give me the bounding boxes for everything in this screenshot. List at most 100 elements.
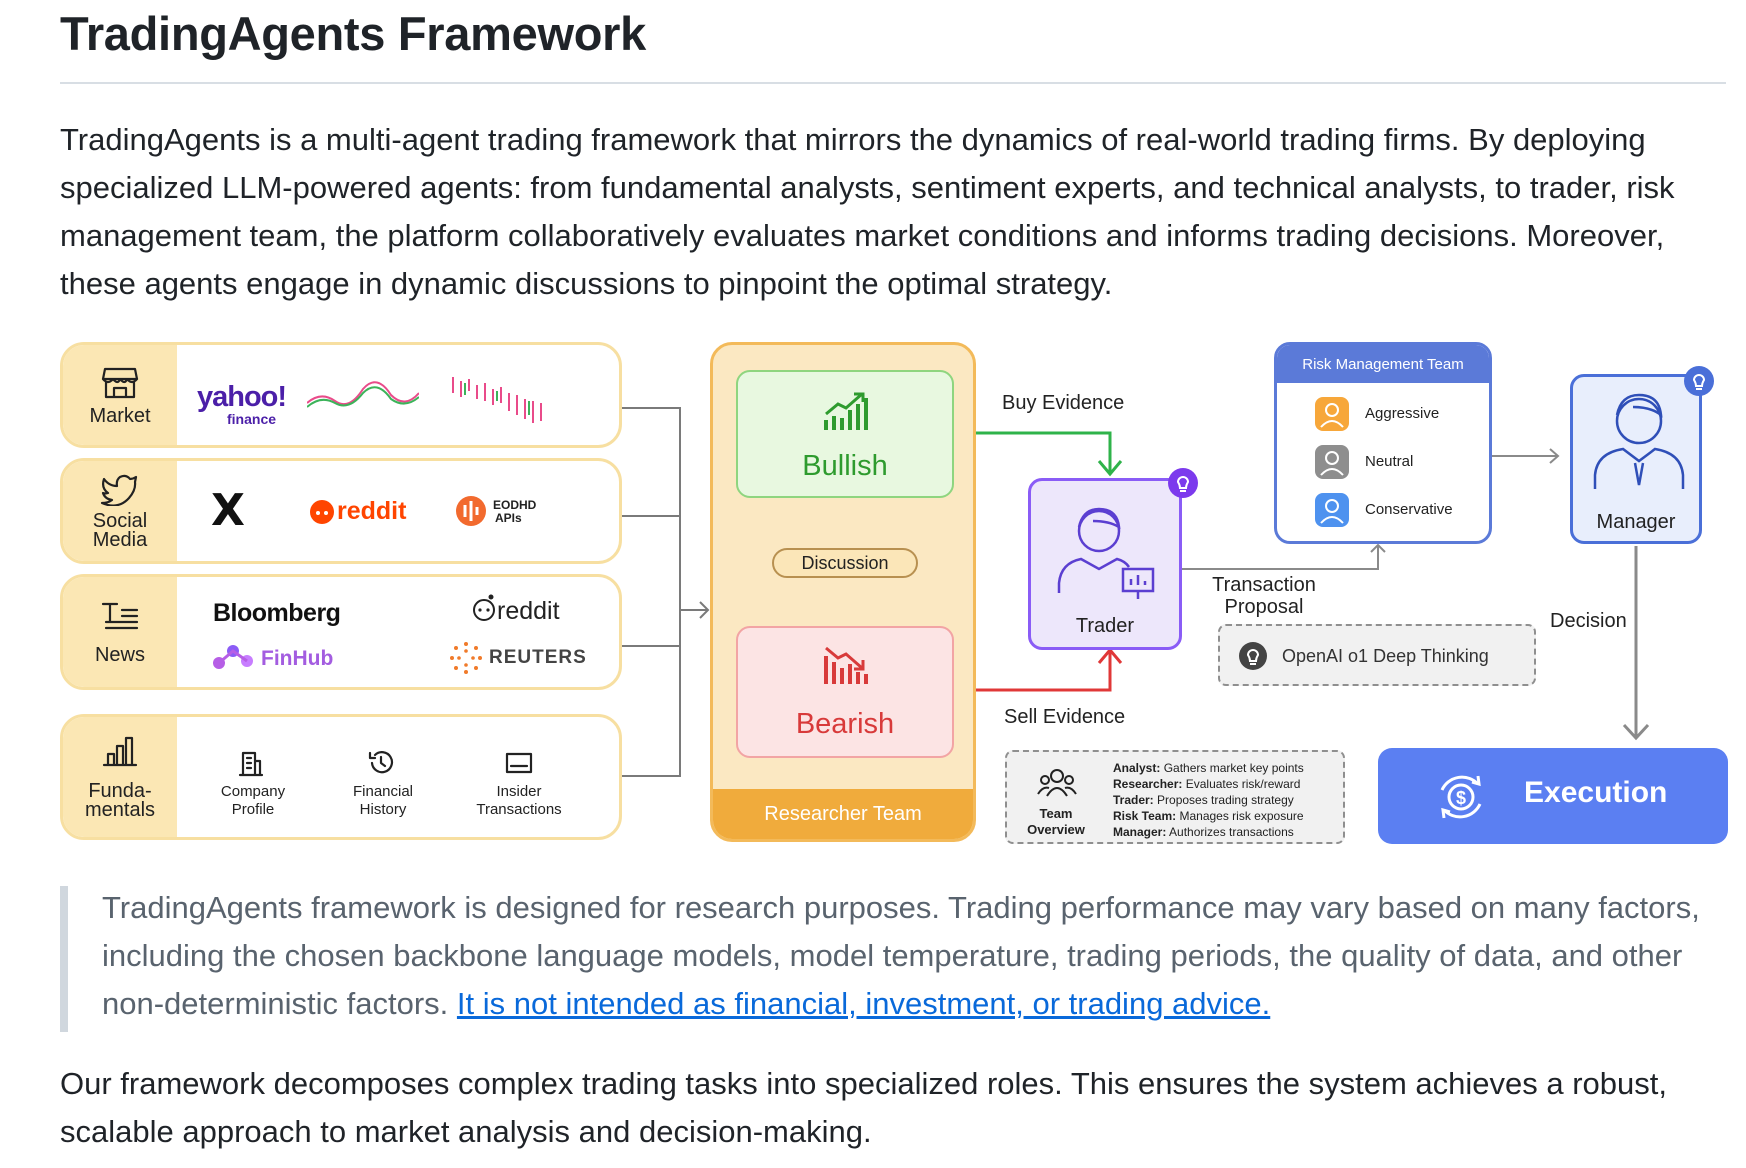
- manager-label: Manager: [1596, 511, 1676, 533]
- eodhd-apis: APIs: [495, 511, 522, 525]
- bullish-chart-icon: [824, 392, 868, 430]
- intro-paragraph: TradingAgents is a multi-agent trading f…: [60, 122, 1675, 301]
- financial-history-label: Financial History: [352, 783, 414, 818]
- team-overview-line-2: Overview: [1027, 822, 1085, 837]
- title-divider: [60, 82, 1726, 84]
- manager-lightbulb-badge: [1684, 366, 1714, 396]
- team-overview-label: Team Overview: [1021, 806, 1091, 838]
- yahoo-finance-sub: finance: [227, 411, 277, 427]
- team-overview-box: Team Overview Analyst: Gathers market ke…: [1005, 750, 1345, 844]
- execution-label: Execution: [1524, 776, 1668, 809]
- fundamentals-label: Funda-mentals: [85, 780, 156, 821]
- bullish-box: Bullish: [736, 370, 954, 498]
- reddit-icon: [310, 500, 334, 524]
- insider-transactions-label: Insider Transactions: [476, 783, 562, 818]
- reuters-logo: REUTERS: [489, 647, 587, 668]
- bar-chart-icon: [102, 736, 138, 767]
- team-icon: [1037, 769, 1077, 797]
- transaction-proposal-line-2: Proposal: [1224, 596, 1304, 618]
- manager-person-icon: [1593, 393, 1685, 489]
- disclaimer-body: TradingAgents framework is designed for …: [102, 890, 1700, 1021]
- transaction-icon: [505, 752, 533, 774]
- team-role-row: Trader: Proposes trading strategy: [1113, 793, 1294, 807]
- building-icon: [238, 751, 264, 777]
- risk-team-title: Risk Management Team: [1277, 345, 1489, 383]
- bullish-label: Bullish: [802, 450, 888, 482]
- source-social-media: Social Media X reddit EODHD APIs: [60, 458, 622, 564]
- reddit-news-icon: [473, 594, 495, 621]
- openai-label: OpenAI o1 Deep Thinking: [1282, 646, 1489, 666]
- conservative-avatar-icon: [1315, 493, 1349, 527]
- bearish-box: Bearish: [736, 626, 954, 758]
- company-profile-label: Company Profile: [220, 783, 286, 818]
- disclaimer-blockquote: TradingAgents framework is designed for …: [60, 884, 1726, 1032]
- social-media-label: Social Media: [92, 510, 148, 551]
- bearish-label: Bearish: [795, 708, 895, 740]
- researcher-team-label: Researcher Team: [713, 789, 973, 839]
- blockquote-bar: [60, 886, 68, 1032]
- history-icon: [368, 751, 394, 774]
- reddit-logo: reddit: [337, 497, 407, 525]
- neutral-avatar-icon: [1315, 445, 1349, 479]
- transaction-proposal-line-1: Transaction: [1212, 574, 1316, 596]
- team-role-row: Researcher: Evaluates risk/reward: [1113, 777, 1301, 791]
- news-label-cell: News: [63, 577, 177, 687]
- transaction-proposal-label: Transaction Proposal: [1184, 574, 1344, 618]
- buy-evidence-label: Buy Evidence: [1002, 392, 1125, 414]
- trader-label: Trader: [1075, 615, 1135, 637]
- x-logo: X: [211, 485, 245, 536]
- fundamentals-label-cell: Funda-mentals: [63, 717, 177, 837]
- discussion-pill: Discussion: [772, 548, 918, 578]
- manager-box: Manager: [1570, 374, 1702, 544]
- neutral-label: Neutral: [1365, 453, 1414, 470]
- social-label-cell: Social Media: [63, 461, 177, 561]
- candlestick-thumbnail: [452, 377, 542, 423]
- team-role-row: Analyst: Gathers market key points: [1113, 761, 1304, 775]
- store-icon: [101, 367, 139, 398]
- market-label-cell: Market: [63, 345, 177, 445]
- openai-lightbulb-icon: [1239, 642, 1267, 670]
- openai-box: OpenAI o1 Deep Thinking: [1218, 624, 1536, 686]
- aggressive-avatar-icon: [1315, 397, 1349, 431]
- svg-text:$: $: [1456, 788, 1466, 808]
- source-fundamentals: Funda-mentals Company Profile Financial …: [60, 714, 622, 840]
- trader-person-icon: [1057, 507, 1155, 599]
- sell-evidence-label: Sell Evidence: [1004, 706, 1126, 728]
- source-market: Market yahoo! finance: [60, 342, 622, 448]
- dollar-cycle-icon: $: [1440, 775, 1482, 819]
- bearish-chart-icon: [824, 646, 868, 684]
- eodhd-name: EODHD: [493, 498, 537, 512]
- lightbulb-icon: [1692, 374, 1706, 390]
- trader-lightbulb-badge: [1168, 468, 1198, 498]
- yahoo-logo: yahoo!: [197, 381, 287, 413]
- framework-diagram: Market yahoo! finance Social Media: [60, 340, 1728, 844]
- finhub-icon: [213, 645, 253, 669]
- reuters-icon: [450, 642, 482, 674]
- page-title: TradingAgents Framework: [60, 7, 646, 60]
- news-icon: [101, 602, 139, 629]
- finhub-logo: FinHub: [261, 647, 334, 670]
- line-chart-thumbnail: [307, 381, 419, 408]
- team-role-row: Risk Team: Manages risk exposure: [1113, 809, 1304, 823]
- market-label: Market: [89, 404, 151, 427]
- outro-paragraph: Our framework decomposes complex trading…: [60, 1066, 1667, 1149]
- eodhd-icon: [456, 496, 486, 526]
- lightbulb-icon: [1176, 476, 1190, 492]
- source-news: News Bloomberg reddit FinHub REUTERS: [60, 574, 622, 690]
- reddit-news-logo: reddit: [497, 597, 560, 625]
- conservative-label: Conservative: [1365, 501, 1453, 518]
- decision-label: Decision: [1550, 610, 1627, 632]
- execution-box: $ Execution: [1378, 748, 1728, 844]
- disclaimer-link[interactable]: It is not intended as financial, investm…: [456, 986, 1271, 1021]
- disclaimer-text: TradingAgents framework is designed for …: [102, 884, 1722, 1028]
- bloomberg-logo: Bloomberg: [213, 599, 341, 627]
- team-roles-list: Analyst: Gathers market key points Resea…: [1113, 760, 1304, 840]
- news-label: News: [94, 643, 145, 666]
- trader-box: Trader: [1028, 478, 1182, 650]
- aggressive-label: Aggressive: [1365, 405, 1440, 422]
- risk-team-panel: Risk Management Team Aggressive Neutral …: [1274, 342, 1492, 544]
- bird-icon: [100, 474, 138, 506]
- connector-lines: [622, 407, 1650, 777]
- team-role-row: Manager: Authorizes transactions: [1113, 825, 1294, 839]
- eodhd-logo: EODHD APIs: [493, 499, 536, 525]
